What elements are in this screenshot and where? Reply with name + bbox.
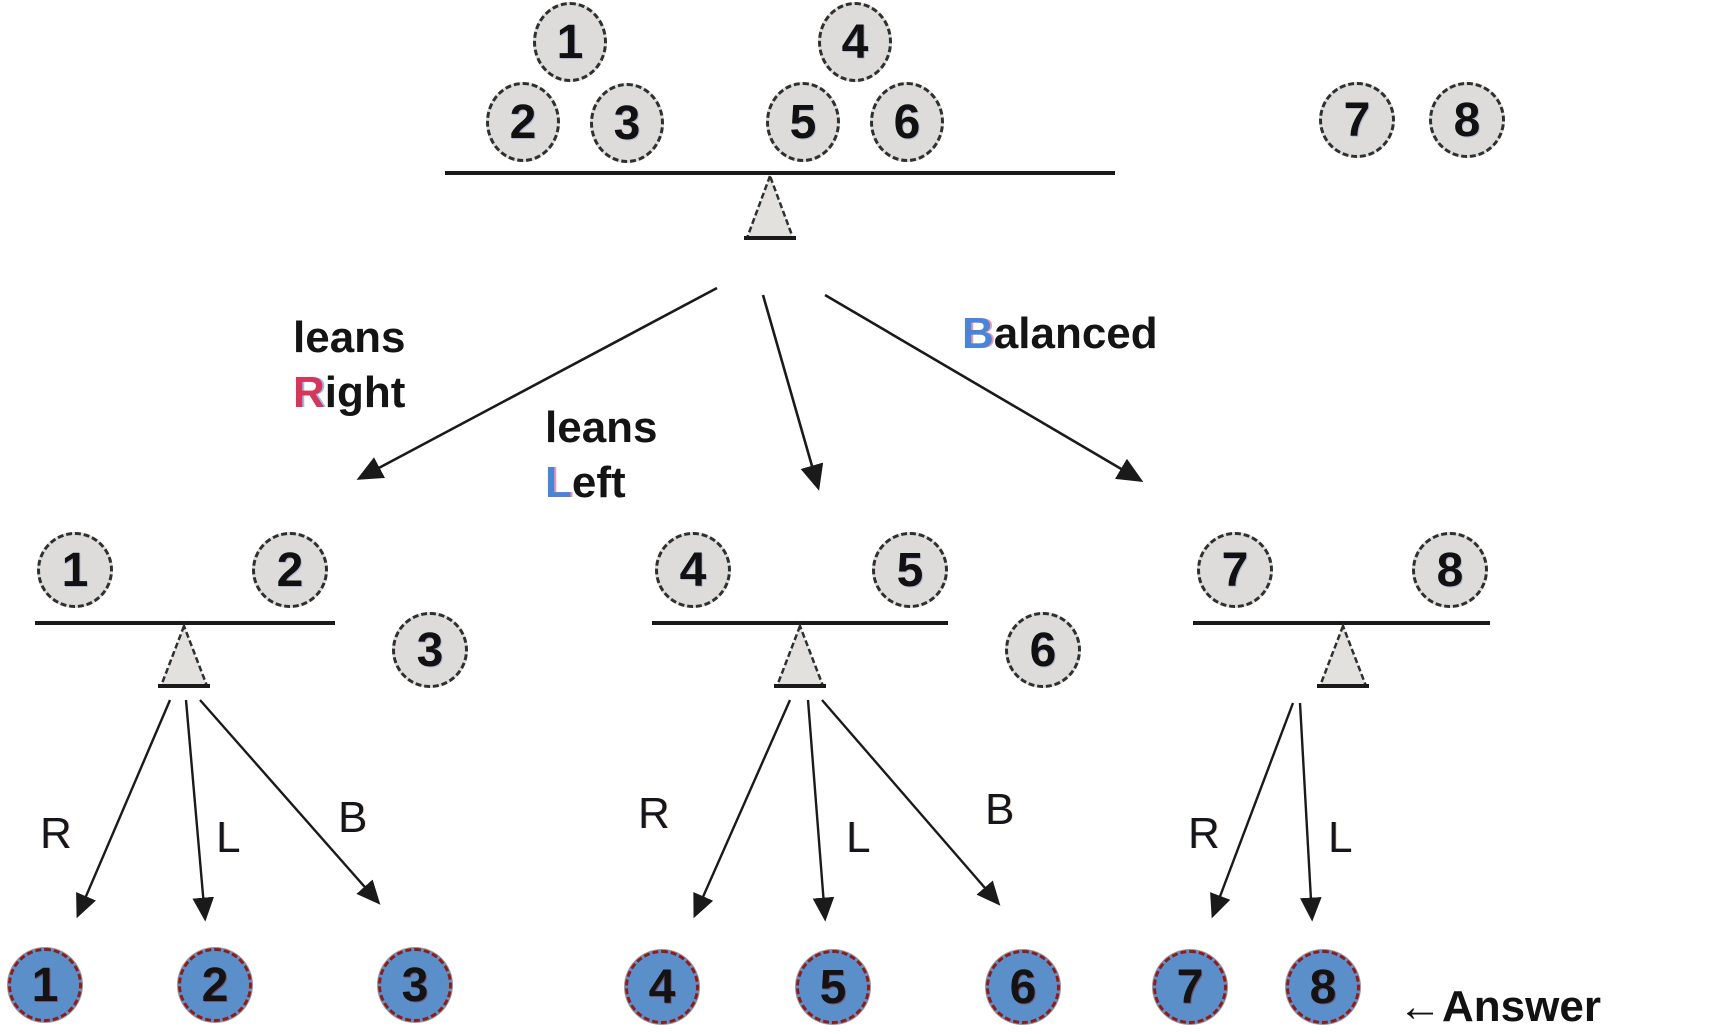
- ball-3-top: 3: [590, 83, 664, 163]
- scale3-ball-8-label: 8: [1436, 543, 1464, 597]
- label-leans-right-letter: R: [293, 368, 325, 417]
- scale2-ball-6-aside: 6: [1005, 612, 1081, 688]
- middle-arrow-L: [806, 699, 835, 922]
- label-leans-left-line1: leans: [545, 403, 658, 452]
- answer-ball-3-label: 3: [401, 958, 429, 1012]
- scale1-ball-3-aside: 3: [392, 612, 468, 688]
- label-leans-left-rest: eft: [571, 458, 626, 507]
- ball-4-top-label: 4: [841, 15, 869, 69]
- answer-ball-7: 7: [1153, 950, 1227, 1024]
- label-balanced-letter: B: [962, 309, 994, 358]
- ball-8-aside-label: 8: [1453, 93, 1481, 147]
- answer-ball-8-label: 8: [1309, 960, 1337, 1014]
- right-arrow-R: [1210, 702, 1295, 919]
- scale2-ball-4-label: 4: [679, 543, 707, 597]
- left-arrow-R: [76, 699, 172, 919]
- answer-ball-8: 8: [1286, 950, 1360, 1024]
- ball-5-top: 5: [766, 82, 840, 162]
- answer-ball-1-label: 1: [31, 958, 59, 1012]
- scale1-branch-L: L: [216, 813, 241, 862]
- answer-ball-5: 5: [796, 950, 870, 1024]
- label-leans-left: leans Left: [545, 400, 658, 510]
- ball-3-top-label: 3: [613, 96, 641, 150]
- left-fulcrum: [159, 622, 209, 688]
- arrow-balanced: [824, 293, 1144, 482]
- answer-ball-5-label: 5: [819, 960, 847, 1014]
- scale1-branch-R: R: [40, 809, 72, 858]
- scale1-ball-2-label: 2: [276, 543, 304, 597]
- label-leans-left-letter: L: [545, 458, 572, 507]
- ball-8-aside-top: 8: [1429, 82, 1505, 158]
- label-leans-right: leans Right: [293, 310, 406, 420]
- answer-ball-4-label: 4: [648, 960, 676, 1014]
- label-balanced-rest: alanced: [993, 309, 1158, 358]
- scale3-ball-8: 8: [1412, 532, 1488, 608]
- scale2-ball-5-label: 5: [896, 543, 924, 597]
- answer-ball-1: 1: [8, 948, 82, 1022]
- answer-ball-4: 4: [625, 950, 699, 1024]
- ball-6-top-label: 6: [893, 95, 921, 149]
- scale1-ball-3-label: 3: [416, 623, 444, 677]
- middle-arrow-B: [821, 699, 1001, 906]
- answer-ball-6: 6: [986, 950, 1060, 1024]
- scale2-branch-L: L: [846, 813, 871, 862]
- scale2-ball-5: 5: [872, 532, 948, 608]
- answer-ball-3: 3: [378, 948, 452, 1022]
- ball-1-top: 1: [533, 2, 607, 82]
- scale2-branch-B: B: [985, 785, 1015, 834]
- ball-2-top: 2: [486, 82, 560, 162]
- scale3-branch-L: L: [1328, 813, 1353, 862]
- ball-7-aside-label: 7: [1343, 93, 1371, 147]
- middle-arrow-R: [693, 699, 792, 919]
- ball-2-top-label: 2: [509, 95, 537, 149]
- ball-1-top-label: 1: [556, 15, 584, 69]
- top-fulcrum: [745, 172, 795, 240]
- ball-5-top-label: 5: [789, 95, 817, 149]
- scale3-ball-7: 7: [1197, 532, 1273, 608]
- ball-7-aside-top: 7: [1319, 82, 1395, 158]
- scale3-ball-7-label: 7: [1221, 543, 1249, 597]
- scale2-ball-6-label: 6: [1029, 623, 1057, 677]
- left-arrow-glyph: ←: [1398, 982, 1442, 1031]
- arrow-leans-left: [761, 294, 824, 491]
- answer-ball-7-label: 7: [1176, 960, 1204, 1014]
- label-leans-right-line1: leans: [293, 313, 406, 362]
- scale2-ball-4: 4: [655, 532, 731, 608]
- answer-note: ←Answer: [1398, 982, 1601, 1032]
- scale1-ball-1: 1: [37, 532, 113, 608]
- label-balanced: Balanced: [962, 306, 1158, 361]
- answer-ball-6-label: 6: [1009, 960, 1037, 1014]
- scale3-branch-R: R: [1188, 809, 1220, 858]
- ball-6-top: 6: [870, 82, 944, 162]
- scale1-ball-2: 2: [252, 532, 328, 608]
- right-arrow-L: [1298, 702, 1322, 922]
- label-leans-right-rest: ight: [324, 368, 406, 417]
- answer-note-label: Answer: [1442, 982, 1601, 1031]
- ball-4-top: 4: [818, 2, 892, 82]
- scale1-ball-1-label: 1: [61, 543, 89, 597]
- left-arrow-L: [184, 699, 214, 922]
- right-fulcrum: [1318, 622, 1368, 688]
- arrow-leans-right: [356, 286, 718, 480]
- scale1-branch-B: B: [338, 793, 368, 842]
- scale2-branch-R: R: [638, 789, 670, 838]
- left-arrow-B: [199, 699, 381, 905]
- answer-ball-2-label: 2: [201, 958, 229, 1012]
- middle-fulcrum: [775, 622, 825, 688]
- answer-ball-2: 2: [178, 948, 252, 1022]
